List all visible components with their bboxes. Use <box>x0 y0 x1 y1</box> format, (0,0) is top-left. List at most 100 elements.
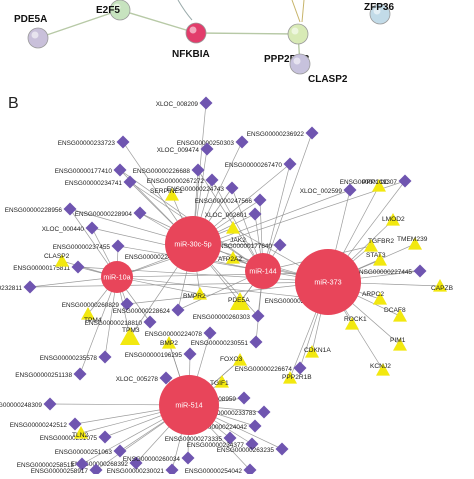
lncrna-label: ENSG00000237455 <box>53 244 111 251</box>
mrna-label: BMPR2 <box>183 293 206 300</box>
lncrna-label: ENSG00000260034 <box>123 456 181 463</box>
mrna-triangle <box>162 336 176 349</box>
lncrna-label: ENSG00000248309 <box>0 402 42 409</box>
lncrna-label: ENSG00000251063 <box>55 449 113 456</box>
lncrna-label: ENSG00000263235 <box>217 447 275 454</box>
lncrna-label: ENSG00000254042 <box>185 468 243 474</box>
lncrna-diamond <box>143 315 157 329</box>
mrna-triangle <box>215 375 229 388</box>
mrna-triangle <box>393 309 407 322</box>
interaction-edge <box>29 281 329 288</box>
lncrna-node: ENSG00000250303 <box>177 135 249 149</box>
lncrna-label: ENSG00000228624 <box>113 308 171 315</box>
lncrna-node: ENSG00000267272 <box>147 173 219 187</box>
mirna-node: miR-10a <box>101 261 133 293</box>
mirna-circle <box>295 249 361 315</box>
lncrna-node: XLOC_005278 <box>116 371 173 385</box>
mrna-node: TPM3 <box>120 327 140 345</box>
protein-node-highlight <box>189 26 197 34</box>
lncrna-label: ENSG00000230551 <box>191 340 249 347</box>
mrna-label: DCAF8 <box>384 307 406 314</box>
lncrna-diamond <box>273 238 287 252</box>
lncrna-diamond <box>181 451 195 465</box>
mrna-triangle <box>364 239 378 252</box>
mrna-label: TPM3 <box>122 327 140 334</box>
mrna-node: SERPINE1 <box>150 188 183 201</box>
mrna-label: CDKN1A <box>304 347 331 354</box>
lncrna-node: ENSG00000251075 <box>40 430 112 444</box>
mrna-triangle <box>283 371 297 384</box>
lncrna-node: ENSG00000228904 <box>75 206 147 220</box>
mrna-triangle <box>233 353 247 366</box>
panel-b-label: B <box>8 95 19 112</box>
mrna-label: ATP2A2 <box>218 256 242 263</box>
mrna-node: PIM1 <box>390 337 407 351</box>
lncrna-diamond <box>205 173 219 187</box>
mrna-triangle <box>393 338 407 351</box>
lncrna-label: ENSG00000227445 <box>355 269 413 276</box>
lncrna-node: ENSG00000218810 <box>85 315 157 329</box>
lncrna-label: ENSG00000249307 <box>340 179 398 186</box>
mrna-label: LMOD2 <box>382 216 405 223</box>
lncrna-diamond <box>43 397 57 411</box>
lncrna-node: ENSG00000236922 <box>247 126 319 140</box>
lncrna-node: XLOC_002599 <box>300 183 357 197</box>
lncrna-node: ENSG00000258513 <box>17 457 89 471</box>
mrna-label: CLASP2 <box>44 253 70 260</box>
interaction-edge <box>126 281 329 305</box>
lncrna-label: ENSG00000232811 <box>0 285 22 292</box>
lncrna-node: XLOC_008209 <box>156 96 213 110</box>
interaction-edge <box>262 132 313 272</box>
protein-node-highlight <box>113 3 121 11</box>
lncrna-label: ENSG00000196295 <box>125 352 183 359</box>
mrna-node: ATP2A2 <box>218 251 242 264</box>
lncrna-diamond <box>68 417 82 431</box>
mrna-label: KCNJ2 <box>370 363 391 370</box>
lncrna-node: ENSG00000267470 <box>225 157 297 171</box>
lncrna-diamond <box>98 350 112 364</box>
lncrna-diamond <box>200 142 214 156</box>
lncrna-label: XLOC_009474 <box>157 147 200 154</box>
ppi-edge <box>37 9 121 39</box>
lncrna-node: ENSG00000235578 <box>40 350 112 364</box>
lncrna-diamond <box>159 371 173 385</box>
mrna-triangle <box>386 213 400 226</box>
mrna-triangle <box>226 221 240 234</box>
lncrna-label: XLOC_000440 <box>42 226 85 233</box>
lncrna-node: ENSG00000260829 <box>62 297 134 311</box>
lncrna-diamond <box>305 126 319 140</box>
lncrna-label: ENSG00000224743 <box>167 186 225 193</box>
lncrna-node: ENSG00000258917 <box>31 463 103 477</box>
lncrna-label: ENSG00000268392 <box>71 461 129 468</box>
protein-node: NFKBIA <box>172 22 210 60</box>
mrna-label: STAT3 <box>366 252 386 259</box>
mrna-node: ARPC2 <box>362 291 387 305</box>
ppi-edge <box>119 9 197 34</box>
mrna-node: ROCK1 <box>344 316 367 330</box>
lncrna-diamond <box>98 430 112 444</box>
mrna-node: CDKN1A <box>304 345 331 358</box>
lncrna-label: XLOC_002599 <box>300 188 343 195</box>
protein-node-circle <box>27 27 49 49</box>
ppi-edge <box>195 32 299 35</box>
lncrna-node: ENSG00000268392 <box>71 456 143 470</box>
mrna-node: TMEM239 <box>397 236 428 250</box>
protein-node-highlight <box>31 31 39 39</box>
mrna-triangle <box>193 287 207 300</box>
protein-node: ZFP36 <box>364 2 394 25</box>
lncrna-label: ENSG00000234741 <box>65 180 123 187</box>
mrna-node: BMP2 <box>160 336 178 349</box>
lncrna-node: ENSG00000237455 <box>53 239 125 253</box>
mirna-node: miR-373 <box>295 249 361 315</box>
mrna-label: PPP2R1B <box>282 374 312 381</box>
lncrna-node: ENSG00000228956 <box>5 202 77 216</box>
protein-node-label: E2F5 <box>96 5 120 16</box>
mrna-label: ROCK1 <box>344 316 367 323</box>
mrna-label: PDE5A <box>228 297 250 304</box>
lncrna-label: ENSG00000177640 <box>215 243 273 250</box>
lncrna-label: ENSG00000235578 <box>40 355 98 362</box>
lncrna-node: ENSG00000251063 <box>55 444 127 458</box>
lncrna-node: ENSG00000234741 <box>65 175 137 189</box>
lncrna-diamond <box>129 456 143 470</box>
protein-node: CLASP2 <box>289 53 348 85</box>
